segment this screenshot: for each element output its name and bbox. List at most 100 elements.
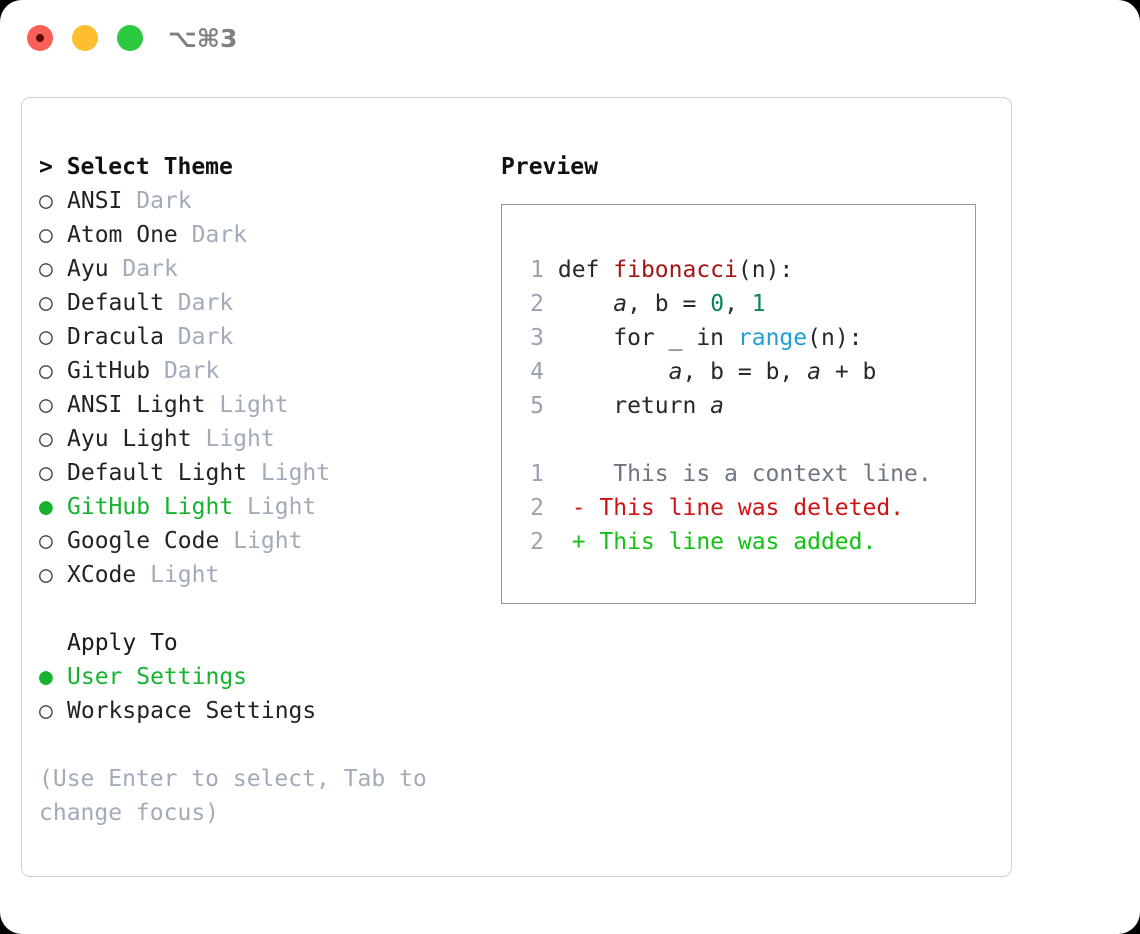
theme-option-ansi[interactable]: ○ ANSI Dark xyxy=(39,184,469,218)
theme-option-label: Google Code xyxy=(67,528,220,554)
minimize-button[interactable] xyxy=(72,25,98,51)
keyboard-hint-text: (Use Enter to select, Tab to change focu… xyxy=(39,766,427,826)
theme-option-label: ANSI Light xyxy=(67,392,206,418)
close-button[interactable] xyxy=(27,25,53,51)
code-token: (n): xyxy=(807,325,863,351)
title-bar: ⌥⌘3 xyxy=(0,0,1140,78)
theme-variant-label: Light xyxy=(233,528,303,554)
theme-variant-label: Light xyxy=(150,562,220,588)
code-token: a xyxy=(710,393,725,419)
theme-option-label: Dracula xyxy=(67,324,164,350)
theme-option-label: GitHub Light xyxy=(67,494,234,520)
code-token: return xyxy=(544,393,711,419)
diff-line-ctx: 1 This is a context line. xyxy=(516,457,932,491)
radio-unselected-icon: ○ xyxy=(39,222,53,248)
code-token: a xyxy=(807,359,821,385)
code-token: fibonacci xyxy=(613,257,738,283)
theme-variant-label: Dark xyxy=(177,290,234,316)
spacer xyxy=(192,426,206,452)
theme-option-ayu-light[interactable]: ○Ayu Light Light xyxy=(39,422,469,456)
window-controls xyxy=(27,25,143,51)
code-token: 1 xyxy=(751,291,766,317)
code-token: range xyxy=(737,325,808,351)
theme-variant-label: Dark xyxy=(177,324,234,350)
theme-list[interactable]: ○ANSI Dark○Atom One Dark○Ayu Dark○Defaul… xyxy=(39,184,469,592)
code-token: + b xyxy=(820,359,877,385)
code-line: 2 a, b = 0, 1 xyxy=(516,287,932,321)
diff-text: This is a context line. xyxy=(599,461,932,487)
theme-option-atom-one[interactable]: ○Atom One Dark xyxy=(39,218,469,252)
apply-to-option-user-settings[interactable]: ●User Settings xyxy=(39,660,469,694)
diff-line-number: 2 xyxy=(530,529,544,555)
theme-option-label: Default xyxy=(67,290,164,316)
theme-option-ayu[interactable]: ○Ayu Dark xyxy=(39,252,469,286)
theme-option-label: ANSI xyxy=(67,188,123,214)
code-line: 3 for _ in range(n): xyxy=(516,321,932,355)
radio-unselected-icon: ○ xyxy=(39,290,53,316)
radio-unselected-icon: ○ xyxy=(39,698,53,724)
radio-unselected-icon: ○ xyxy=(39,256,53,282)
theme-option-default-light[interactable]: ○Default Light Light xyxy=(39,456,469,490)
spacer xyxy=(164,290,178,316)
theme-option-default[interactable]: ○ Default Dark xyxy=(39,286,469,320)
spacer xyxy=(164,324,178,350)
apply-to-option-workspace-settings[interactable]: ○ Workspace Settings xyxy=(39,694,469,728)
code-line-number: 5 xyxy=(530,393,544,419)
theme-option-google-code[interactable]: ○ Google Code Light xyxy=(39,524,469,558)
code-token xyxy=(544,291,613,317)
code-token: a xyxy=(613,291,628,317)
zoom-button[interactable] xyxy=(117,25,143,51)
theme-option-dracula[interactable]: ○ Dracula Dark xyxy=(39,320,469,354)
diff-marker: - xyxy=(544,495,600,521)
theme-option-ansi-light[interactable]: ○ ANSI Light Light xyxy=(39,388,469,422)
code-line-number: 4 xyxy=(530,359,544,385)
apply-to-list[interactable]: ●User Settings ○ Workspace Settings xyxy=(39,660,469,728)
diff-marker xyxy=(544,461,599,487)
code-token: , b = b, xyxy=(682,359,808,385)
radio-unselected-icon: ○ xyxy=(39,358,53,384)
select-theme-header: > Select Theme xyxy=(39,154,233,180)
theme-variant-label: Dark xyxy=(191,222,248,248)
radio-unselected-icon: ○ xyxy=(39,426,53,452)
radio-unselected-icon: ○ xyxy=(39,188,53,214)
radio-unselected-icon: ○ xyxy=(39,528,53,554)
theme-variant-label: Light xyxy=(205,426,275,452)
code-token: (n): xyxy=(737,257,794,283)
apply-to-option-label: Workspace Settings xyxy=(67,698,317,724)
preview-column: Preview 1 def fibonacci(n):2 a, b = 0, 1… xyxy=(501,150,991,604)
theme-option-github-light[interactable]: ● GitHub Light Light xyxy=(39,490,469,524)
diff-line-add: 2 + This line was added. xyxy=(516,525,932,559)
spacer xyxy=(247,460,261,486)
code-token: def xyxy=(544,257,614,283)
radio-selected-icon: ● xyxy=(39,494,53,520)
theme-variant-label: Light xyxy=(219,392,289,418)
diff-text: This line was deleted. xyxy=(599,495,905,521)
code-line-number: 2 xyxy=(530,291,544,317)
radio-unselected-icon: ○ xyxy=(39,392,53,418)
code-line-number: 3 xyxy=(530,325,544,351)
theme-option-label: Ayu xyxy=(67,256,109,282)
spacer xyxy=(109,256,123,282)
spacer xyxy=(233,494,247,520)
spacer xyxy=(136,562,150,588)
theme-variant-label: Dark xyxy=(136,188,192,214)
code-line: 5 return a xyxy=(516,389,932,423)
code-line: 1 def fibonacci(n): xyxy=(516,253,932,287)
code-token: , b = xyxy=(627,291,711,317)
theme-option-xcode[interactable]: ○XCode Light xyxy=(39,558,469,592)
theme-variant-label: Light xyxy=(247,494,317,520)
radio-unselected-icon: ○ xyxy=(39,460,53,486)
diff-line-number: 2 xyxy=(530,495,544,521)
diff-line-del: 2 - This line was deleted. xyxy=(516,491,932,525)
preview-title: Preview xyxy=(501,154,598,180)
radio-unselected-icon: ○ xyxy=(39,324,53,350)
theme-option-label: Default Light xyxy=(67,460,248,486)
radio-unselected-icon: ○ xyxy=(39,562,53,588)
panel-columns: > Select Theme ○ANSI Dark○Atom One Dark○… xyxy=(22,98,1011,876)
theme-option-github[interactable]: ○GitHub Dark xyxy=(39,354,469,388)
apply-to-option-label: User Settings xyxy=(67,664,248,690)
code-token: a xyxy=(668,359,683,385)
diff-text: This line was added. xyxy=(599,529,877,555)
